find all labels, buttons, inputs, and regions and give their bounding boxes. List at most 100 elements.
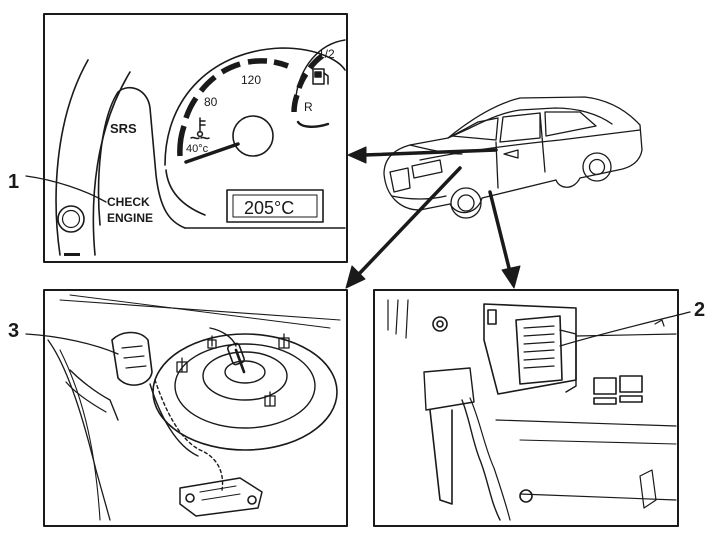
arrow-to-engine-bay [356, 166, 462, 277]
cluster-housing-left [55, 59, 89, 256]
strut-bolts [176, 333, 290, 407]
car-illustration [383, 96, 643, 219]
fuel-gauge-rim [295, 39, 346, 97]
dial-segment [247, 58, 268, 65]
car-body [383, 96, 643, 214]
car-rear-hub [588, 158, 606, 176]
sensor-cable [234, 348, 246, 374]
diagnostic-connector-2 [515, 315, 563, 385]
callout-2-leader [559, 311, 691, 347]
arrowhead-cluster [347, 146, 367, 164]
bay-inner-wall [59, 349, 101, 521]
connector-latch [559, 329, 577, 393]
engine-bay-panel [43, 289, 348, 527]
panel-switch [593, 377, 617, 395]
coolant-temp-dial [177, 58, 289, 157]
cable-run [469, 397, 511, 521]
arrowhead-engine-bay [345, 265, 366, 289]
connector-ribs [121, 345, 147, 369]
harness-wire [209, 327, 237, 347]
car-rear-wheel [582, 152, 612, 182]
callout-1-leader [25, 175, 107, 203]
fuel-reserve-label: R [304, 100, 313, 114]
bay-inner-wall [47, 339, 111, 521]
dial-segment [291, 94, 300, 113]
floor-bolt [519, 489, 533, 503]
bolt [176, 357, 188, 373]
car-front-wheel [450, 187, 482, 219]
cluster-frame [43, 13, 348, 263]
check-engine-label-line1: CHECK [107, 195, 150, 209]
connector-panel [373, 289, 679, 527]
car-door-line [539, 112, 546, 173]
fuel-gauge [291, 39, 346, 128]
engine-bay-frame [43, 289, 348, 527]
needle-hub [232, 115, 274, 157]
bay-edge-line [69, 294, 331, 329]
floor-line [495, 419, 677, 427]
fuel-needle-rest [296, 120, 330, 128]
connector-screw [247, 495, 257, 505]
callout-2-label: 2 [694, 299, 705, 321]
connector-pins [199, 485, 241, 501]
mount-screw-center [436, 320, 444, 328]
bracket-tab [487, 309, 497, 325]
panel-switch-base [619, 395, 643, 403]
pointer-arrows [345, 146, 521, 289]
temp-needle [184, 142, 240, 164]
dial-segment [273, 59, 289, 69]
harness-loop [69, 369, 119, 421]
sensor-body [226, 342, 246, 366]
strut-top-mount [202, 351, 288, 401]
callout-3-label: 3 [8, 320, 19, 342]
arrow-to-cluster [362, 148, 498, 157]
fuel-dial [291, 53, 324, 113]
fuel-pump-icon [312, 68, 329, 85]
car-mirror [503, 149, 519, 159]
panel-edge [575, 333, 677, 337]
dial-segment [198, 74, 217, 93]
floor-bracket [639, 469, 657, 509]
temp-scale-120: 120 [241, 73, 261, 87]
panel-switch [619, 375, 643, 393]
car-grille [389, 167, 411, 193]
connector-pins [523, 325, 555, 369]
temp-display-screen [232, 194, 318, 218]
bolt [207, 335, 217, 349]
srs-label: SRS [110, 121, 137, 136]
cable-run [461, 399, 501, 521]
instrument-cluster-panel: SRS CHECK ENGINE 80 120 40°c 1/2 R 205°C [43, 13, 348, 263]
harness-wire [149, 383, 199, 457]
check-engine-label-line2: ENGINE [107, 211, 153, 225]
strut-nut [224, 360, 266, 384]
connector-screw [185, 493, 195, 503]
arrow-to-connector [488, 190, 512, 274]
lower-connector [179, 477, 263, 517]
pedal-bracket [423, 367, 475, 411]
mount-screw [432, 316, 448, 332]
diagnostic-connector-3 [111, 331, 153, 386]
floor-line [519, 493, 677, 501]
cluster-knob [57, 205, 85, 233]
callout-3-leader [25, 333, 119, 355]
dial-segment [183, 96, 199, 119]
floor-line [519, 439, 677, 445]
temp-display-value: 205°C [244, 198, 294, 218]
connector-bracket [483, 303, 577, 395]
dial-segment [307, 53, 324, 70]
dial-segment [296, 72, 309, 89]
dial-segment [220, 61, 241, 75]
cluster-housing-inner [92, 71, 131, 256]
car-roof [447, 107, 613, 139]
bay-edge-line [59, 299, 341, 321]
dial-segment [177, 125, 187, 157]
car-headlight [411, 159, 443, 179]
panel-switch-base [593, 397, 617, 405]
warning-light-pod [97, 86, 186, 229]
panel-ribs [387, 299, 409, 339]
car-windshield [451, 117, 499, 141]
fuel-half-label: 1/2 [318, 47, 335, 61]
harness-loop [65, 381, 107, 413]
